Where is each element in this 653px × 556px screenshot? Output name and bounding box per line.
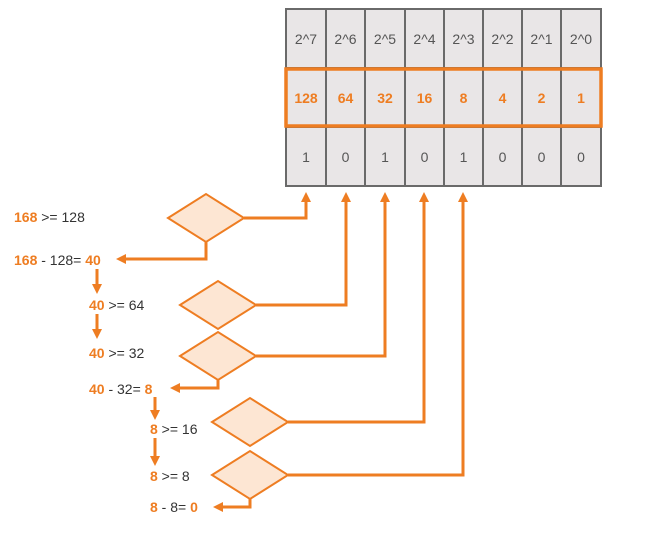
power-label: 2^6 xyxy=(334,31,356,47)
bit-labels: 1 0 1 0 1 0 0 0 xyxy=(302,149,585,165)
bit-label: 0 xyxy=(499,149,507,165)
power-label: 2^0 xyxy=(570,31,592,47)
arrow-to-16 xyxy=(288,192,429,424)
place-value-label: 2 xyxy=(538,90,546,106)
step-40-minus-32: 40 - 32= 8 xyxy=(89,381,152,397)
arrow-subtract-128 xyxy=(116,242,208,264)
bit-label: 1 xyxy=(460,149,468,165)
step-expression: >= 16 xyxy=(157,421,198,437)
bit-cell xyxy=(404,126,445,187)
bit-label: 1 xyxy=(302,149,310,165)
value-cell xyxy=(325,67,366,128)
arrow-subtract-8 xyxy=(213,499,252,512)
decision-diamond xyxy=(178,279,258,331)
step-operand: 40 xyxy=(89,381,105,397)
power-cell xyxy=(482,8,523,69)
power-label: 2^3 xyxy=(452,31,474,47)
bit-cell xyxy=(364,126,406,187)
power-labels: 2^7 2^6 2^5 2^4 2^3 2^2 2^1 2^0 xyxy=(295,31,592,47)
power-label: 2^2 xyxy=(491,31,513,47)
step-operand: 8 xyxy=(150,499,158,515)
power-label: 2^7 xyxy=(295,31,317,47)
decision-diamond xyxy=(166,192,246,244)
power-label: 2^4 xyxy=(413,31,435,47)
place-value-label: 1 xyxy=(577,90,585,106)
step-expression: - 32= xyxy=(104,381,145,397)
step-40-ge-32: 40 >= 32 xyxy=(89,345,144,361)
arrow-to-32 xyxy=(256,192,390,358)
power-label: 2^1 xyxy=(530,31,552,47)
step-expression: - 8= xyxy=(157,499,191,515)
step-expression: >= 64 xyxy=(104,297,145,313)
bit-label: 1 xyxy=(381,149,389,165)
arrow-to-8 xyxy=(288,192,468,477)
step-8-ge-8: 8 >= 8 xyxy=(150,468,190,484)
bits-row xyxy=(285,126,602,187)
step-operand: 40 xyxy=(89,297,105,313)
step-168-minus-128: 168 - 128= 40 xyxy=(14,252,101,268)
place-value-label: 4 xyxy=(499,90,507,106)
power-cell xyxy=(560,8,602,69)
step-operand: 40 xyxy=(89,345,105,361)
step-expression: >= 32 xyxy=(104,345,145,361)
step-expression: - 128= xyxy=(37,252,86,268)
powers-row xyxy=(285,8,602,69)
value-labels: 128 64 32 16 8 4 2 1 xyxy=(294,90,585,106)
arrow-to-128 xyxy=(244,192,311,220)
place-value-label: 16 xyxy=(417,90,433,106)
bit-cell xyxy=(285,126,327,187)
bit-label: 0 xyxy=(538,149,546,165)
step-expression: >= 8 xyxy=(157,468,190,484)
step-operand: 168 xyxy=(14,209,38,225)
place-value-label: 64 xyxy=(338,90,354,106)
step-result: 8 xyxy=(144,381,153,397)
step-40-ge-64: 40 >= 64 xyxy=(89,297,144,313)
values-row-highlight xyxy=(284,67,603,128)
step-operand: 168 xyxy=(14,252,38,268)
step-expression: >= 128 xyxy=(37,209,85,225)
bit-label: 0 xyxy=(577,149,585,165)
decision-diamond xyxy=(178,330,258,382)
step-result: 40 xyxy=(85,252,101,268)
value-cell xyxy=(404,67,445,128)
place-value-table xyxy=(285,8,602,187)
decision-diamond xyxy=(210,396,290,448)
step-result: 0 xyxy=(190,499,198,515)
power-label: 2^5 xyxy=(374,31,396,47)
step-8-minus-8: 8 - 8= 0 xyxy=(150,499,198,515)
bit-label: 0 xyxy=(421,149,429,165)
step-operand: 8 xyxy=(150,421,158,437)
decision-diamond xyxy=(210,449,290,501)
step-8-ge-16: 8 >= 16 xyxy=(150,421,198,437)
arrow-to-64 xyxy=(256,192,351,307)
bit-cell xyxy=(560,126,602,187)
step-operand: 8 xyxy=(150,468,158,484)
place-value-label: 128 xyxy=(294,90,318,106)
arrow-subtract-32 xyxy=(170,380,220,393)
values-row xyxy=(285,67,602,128)
bit-label: 0 xyxy=(342,149,350,165)
place-value-label: 32 xyxy=(377,90,393,106)
place-value-label: 8 xyxy=(460,90,468,106)
step-168-ge-128: 168 >= 128 xyxy=(14,209,85,225)
